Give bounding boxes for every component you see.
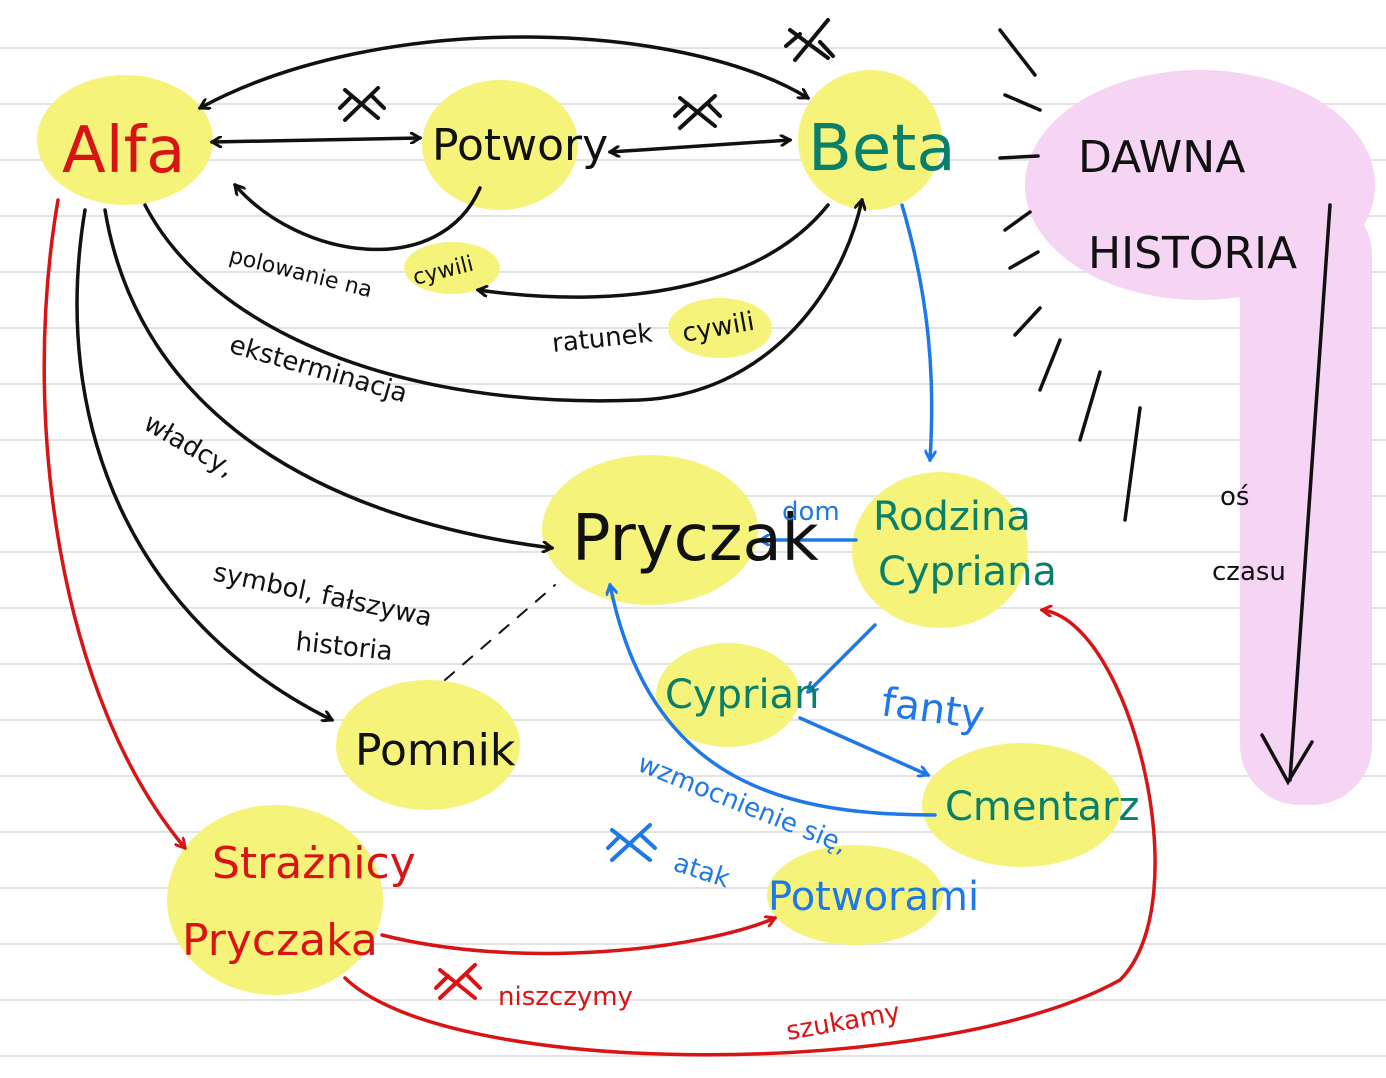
label-historia: historia [294, 627, 394, 667]
label-szukamy: szukamy [784, 997, 902, 1047]
pryczak-highlight [542, 455, 758, 605]
node-cmentarz: Cmentarz [945, 784, 1140, 830]
node-highlights [37, 70, 1122, 995]
crossed-swords-icon [338, 86, 386, 122]
label-dom: dom [782, 497, 840, 527]
label-eksterminacja: eksterminacja [226, 330, 411, 409]
symbol-arrow [75, 208, 332, 720]
time-axis-label-line1: oś [1220, 482, 1249, 512]
node-rodzina-line2: Cypriana [878, 549, 1057, 595]
wladcy-arrow [103, 208, 552, 548]
label-symbol: symbol, fałszywa [211, 558, 435, 634]
node-beta: Beta [808, 112, 956, 186]
node-straznicy-line1: Strażnicy [212, 838, 416, 889]
black-arrows [75, 35, 862, 720]
straznicy-highlight [167, 805, 383, 995]
alfa-potwory-arrow [212, 138, 420, 142]
history-title-line1: DAWNA [1078, 132, 1245, 183]
node-cyprian: Cyprian [665, 672, 819, 718]
crossed-swords-icon [784, 18, 835, 62]
crossed-swords-icon [606, 823, 657, 862]
niszczymy-arrow [380, 918, 775, 956]
alfa-straznicy-arrow [42, 198, 185, 848]
cywili-highlight-2 [668, 298, 772, 358]
wzmocnienie-arrow [610, 585, 937, 817]
node-potworami: Potworami [768, 874, 979, 920]
rodzina-highlight [852, 472, 1028, 628]
node-alfa: Alfa [62, 114, 185, 188]
history-highlight [1025, 70, 1375, 805]
cywili-highlight-1 [404, 242, 500, 294]
time-axis-arrowhead [1260, 733, 1314, 786]
time-axis-label-line2: czasu [1212, 557, 1286, 587]
label-niszczymy: niszczymy [498, 982, 633, 1012]
pomnik-highlight [336, 680, 520, 810]
label-fanty: fanty [879, 679, 988, 739]
rodzina-cyprian-arrow [808, 623, 877, 692]
label-polowanie: polowanie na [227, 244, 375, 304]
crossed-swords-icon [434, 963, 482, 1000]
fanty-arrow [798, 716, 928, 775]
beta-highlight [798, 70, 942, 210]
cyprian-highlight [656, 643, 800, 747]
cmentarz-highlight [922, 743, 1122, 867]
crossed-swords-icon [673, 94, 722, 130]
label-ratunek: ratunek [551, 319, 654, 359]
node-pryczak: Pryczak [572, 502, 819, 576]
potworami-highlight [767, 845, 943, 945]
blue-arrows [610, 203, 937, 817]
polowanie-arrow [235, 185, 482, 252]
node-potwory: Potwory [432, 120, 608, 171]
potwory-beta-arrow [610, 140, 790, 152]
alfa-highlight [37, 75, 213, 205]
history-title-line2: HISTORIA [1088, 228, 1297, 279]
eksterminacja-arrow [143, 200, 862, 403]
alfa-beta-top-arrow [200, 35, 808, 108]
node-pomnik: Pomnik [355, 725, 516, 776]
szukamy-arrow [343, 610, 1157, 1057]
timeline [998, 28, 1332, 786]
pomnik-pryczak-dashed [444, 584, 556, 681]
beta-rodzina-arrow [900, 203, 932, 460]
ratunek-arrow [478, 203, 830, 299]
potwory-highlight [422, 80, 578, 210]
node-rodzina-line1: Rodzina [873, 494, 1031, 540]
node-straznicy-line2: Pryczaka [182, 915, 378, 966]
red-arrows [42, 198, 1157, 1057]
time-axis-line [1288, 203, 1332, 782]
